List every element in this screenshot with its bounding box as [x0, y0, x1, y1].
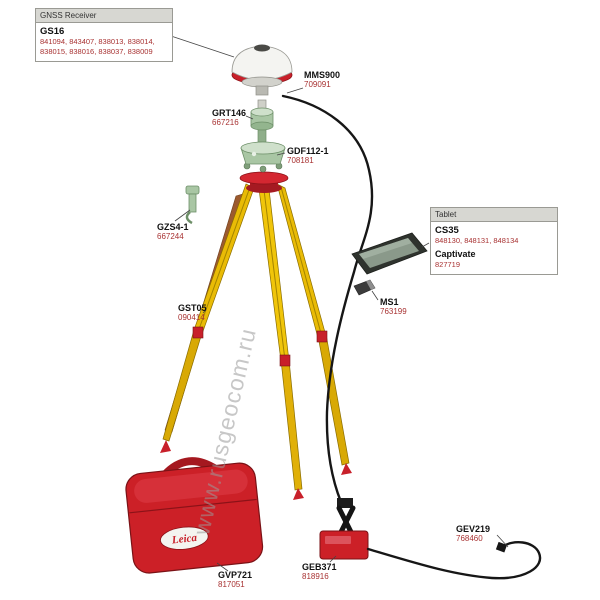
carrier-stem-bottom: [257, 129, 267, 143]
label-battery-number: 818916: [302, 572, 329, 581]
label-tribrach: GDF112-1 708181: [287, 146, 329, 166]
usb-stick-illustration: [353, 279, 376, 296]
label-antenna-number: 709091: [304, 80, 331, 89]
label-case: GVP721 817051: [218, 570, 252, 590]
antenna-connector-stub: [255, 85, 269, 96]
tripod-head-plate: [239, 171, 289, 185]
leader-battery-label: [329, 555, 337, 563]
tripod-clamp-front: [279, 354, 291, 367]
tripod-leg-left-lower: [162, 329, 203, 442]
cable-connector: [495, 541, 508, 553]
leader-case-label: [216, 562, 229, 572]
height-hook-illustration: [185, 185, 200, 225]
tribrach-level-bubble: [251, 151, 257, 157]
case-logo-oval: [160, 526, 209, 550]
battery-cable: [366, 541, 542, 580]
label-tribrach-number: 708181: [287, 156, 314, 165]
leader-lines: [170, 35, 509, 572]
leader-cable-label: [496, 534, 509, 548]
case-lid-highlight: [134, 469, 248, 503]
carrier-illustration: [250, 99, 274, 143]
tablet-software-number: 827719: [435, 260, 461, 269]
case-illustration: Leica: [125, 457, 264, 574]
hook-curl: [185, 211, 193, 225]
label-height-hook: GZS4-1 667244: [157, 222, 189, 242]
tripod-leg-front-lower: [280, 359, 303, 491]
label-carrier-number: 667216: [212, 118, 239, 127]
battery-body: [319, 530, 369, 560]
hook-head: [185, 185, 200, 195]
leader-carrier-label: [245, 115, 254, 120]
label-antenna: MMS900 709091: [304, 70, 340, 90]
carrier-bottom: [250, 121, 274, 131]
label-cable-name: GEV219: [456, 524, 491, 534]
label-battery: GEB371 818916: [302, 562, 337, 582]
tripod-head-bottom: [246, 183, 282, 193]
tablet-illustration: [351, 232, 428, 275]
carrier-top: [250, 107, 274, 117]
label-antenna-name: MMS900: [304, 70, 341, 80]
label-battery-name: GEB371: [302, 562, 337, 572]
tripod-leg-left-rail: [197, 186, 251, 333]
antenna-cable: [281, 94, 374, 504]
battery-illustration: [319, 498, 369, 560]
tablet-box-body: CS35 848130, 848131, 848134 Captivate 82…: [431, 222, 557, 274]
tablet-part-numbers: 848130, 848131, 848134: [435, 236, 519, 245]
battery-label-stripe: [325, 536, 351, 544]
leader-antenna-label: [286, 87, 304, 94]
tribrach-illustration: [240, 141, 286, 173]
battery-clamp-head: [337, 498, 353, 508]
case-lid-seam: [129, 498, 257, 514]
case-brand-text: Leica: [170, 532, 198, 547]
label-case-number: 817051: [218, 580, 245, 589]
label-tribrach-name: GDF112-1: [287, 146, 329, 156]
leader-usb-label: [371, 290, 379, 301]
tablet-info-box: Tablet CS35 848130, 848131, 848134 Capti…: [430, 207, 558, 275]
tribrach-plate: [240, 141, 286, 155]
label-usb: MS1 763199: [380, 297, 407, 317]
leader-tribrach-label: [276, 152, 286, 156]
label-usb-name: MS1: [380, 297, 399, 307]
label-cable: GEV219 768460: [456, 524, 490, 544]
receiver-box-header: GNSS Receiver: [36, 9, 172, 23]
leader-tripod-label: [202, 309, 207, 314]
label-carrier-name: GRT146: [212, 108, 247, 118]
tablet-box-header: Tablet: [431, 208, 557, 222]
label-usb-number: 763199: [380, 307, 407, 316]
label-tripod: GST05 090414: [178, 303, 207, 323]
label-height-hook-name: GZS4-1: [157, 222, 189, 232]
battery-clamp-arm: [337, 505, 356, 537]
hook-shaft: [188, 193, 197, 213]
antenna-base: [241, 76, 283, 88]
tripod-illustration: [160, 171, 352, 500]
leader-hook-label: [174, 209, 191, 222]
tripod-clamp-left: [192, 326, 204, 339]
leader-receiver-box: [170, 35, 235, 58]
tripod-leg-front-rail: [263, 189, 286, 361]
label-tripod-number: 090414: [178, 313, 205, 322]
receiver-model: GS16: [40, 26, 65, 37]
tripod-leg-right-rail: [280, 186, 323, 338]
label-height-hook-number: 667244: [157, 232, 184, 241]
label-tripod-name: GST05: [178, 303, 207, 313]
usb-cap: [366, 280, 375, 290]
tribrach-foot-screw: [259, 165, 267, 173]
antenna-top-button: [254, 44, 270, 52]
label-case-name: GVP721: [218, 570, 253, 580]
tripod-clamp-right: [316, 330, 328, 343]
tablet-screen-sheen: [359, 238, 412, 259]
gnss-antenna-illustration: [231, 44, 293, 96]
tablet-model: CS35: [435, 225, 459, 236]
receiver-box-body: GS16 841094, 843407, 838013, 838014, 838…: [36, 23, 172, 61]
receiver-part-numbers: 841094, 843407, 838013, 838014, 838015, …: [40, 37, 155, 56]
tripod-foot-left: [160, 440, 171, 453]
label-cable-number: 768460: [456, 534, 483, 543]
tablet-software: Captivate: [435, 249, 476, 259]
label-carrier: GRT146 667216: [212, 108, 246, 128]
leader-tablet-box: [421, 242, 430, 248]
tripod-foot-right: [341, 463, 352, 475]
tripod-foot-front: [293, 488, 304, 500]
receiver-info-box: GNSS Receiver GS16 841094, 843407, 83801…: [35, 8, 173, 62]
